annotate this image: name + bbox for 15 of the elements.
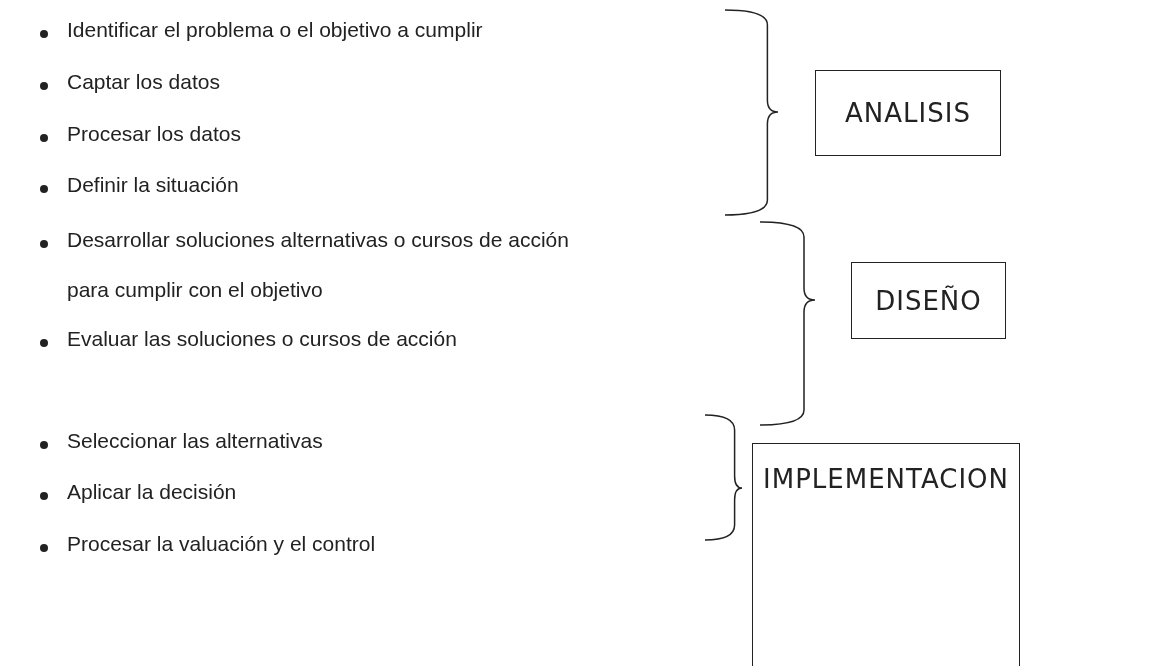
- stage-box: [851, 262, 1006, 339]
- list-item-text: Desarrollar soluciones alternativas o cursos de acción para cumplir con el objetivo: [67, 227, 570, 303]
- list-item-text: Definir la situación: [67, 172, 239, 198]
- stage-box: [752, 443, 1020, 666]
- list-item-text: Seleccionar las alternativas: [67, 428, 323, 454]
- list-item-text: Aplicar la decisión: [67, 479, 237, 505]
- stage-label: IMPLEMENTACION: [763, 464, 1009, 494]
- list-item-text: Identificar el problema o el objetivo a cumplir: [67, 17, 483, 43]
- stage-label: DISEÑO: [875, 285, 982, 316]
- list-item-text: Captar los datos: [67, 69, 220, 95]
- stage-label: ANALISIS: [845, 98, 971, 128]
- list-item-text: Evaluar las soluciones o cursos de acción: [67, 326, 457, 352]
- list-item-text: Procesar la valuación y el control: [67, 531, 376, 557]
- stage-box: [815, 70, 1001, 156]
- list-item-text: Procesar los datos: [67, 121, 241, 147]
